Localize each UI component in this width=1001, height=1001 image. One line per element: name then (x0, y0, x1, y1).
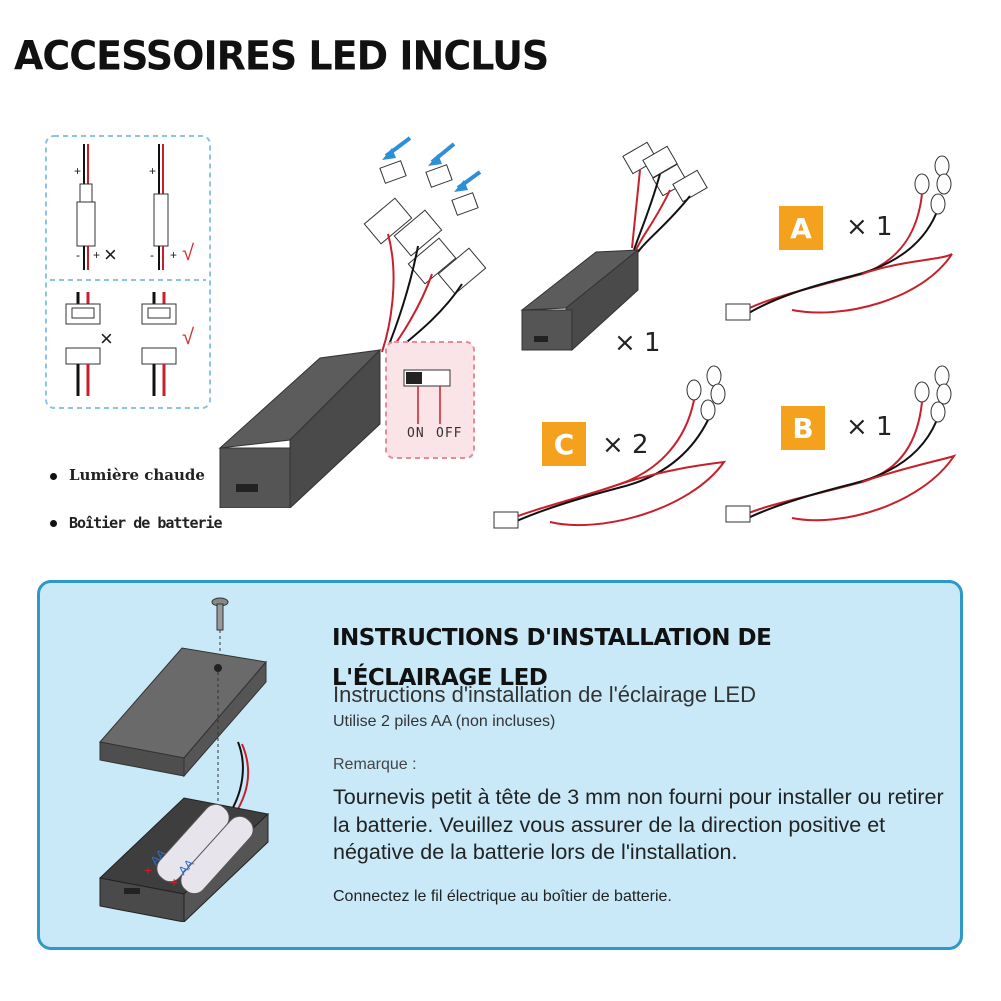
led-cable-b-illustration (725, 365, 957, 523)
connector-comparison-panel (45, 135, 211, 409)
wrong-mark-icon: × (104, 242, 117, 267)
bullet-icon (50, 520, 57, 527)
check-mark-icon: √ (182, 240, 195, 265)
led-bulb-icon (914, 365, 952, 423)
switch-detail-inset (385, 341, 475, 459)
plus-sign: + (144, 862, 153, 878)
plus-sign: + (74, 164, 82, 178)
wrong-jst-connector (65, 292, 101, 396)
battery-box-small-illustration (520, 141, 708, 352)
batteries-note: Utilise 2 piles AA (non incluses) (333, 713, 556, 730)
screw-icon (211, 597, 229, 652)
battery-icon (156, 803, 254, 895)
quantity-label: × 1 (614, 328, 661, 358)
quantity-label: × 1 (846, 212, 893, 242)
check-mark-icon: √ (182, 324, 195, 349)
legend-item-battery-box: Boîtier de batterie (50, 514, 223, 532)
plus-sign: + (149, 164, 157, 178)
connect-note: Connectez le fil électrique au boîtier d… (333, 888, 672, 905)
switch-on-label: ON (407, 426, 425, 441)
legend-item-warm-light: Lumière chaude (50, 466, 205, 484)
right-jst-connector (141, 292, 177, 396)
led-bulb-icon (686, 365, 726, 421)
toggle-switch-icon (406, 372, 422, 384)
battery-box-illustration (218, 136, 487, 508)
badge-b: B (781, 406, 825, 450)
quantity-label: × 1 (846, 412, 893, 442)
led-bulb-icon (914, 155, 952, 215)
right-plug-connector (153, 144, 169, 270)
plus-sign: + (170, 874, 179, 890)
instructions-heading: INSTRUCTIONS D'INSTALLATION DE L'ÉCLAIRA… (332, 625, 772, 691)
led-cable-a-illustration (725, 155, 953, 321)
page-title: ACCESSOIRES LED INCLUS (14, 32, 549, 80)
wrong-mark-icon: × (100, 326, 113, 351)
bullet-icon (50, 472, 57, 480)
quantity-label: × 2 (602, 430, 649, 460)
arrow-icon (382, 136, 482, 192)
remark-text: Tournevis petit à tête de 3 mm non fourn… (333, 785, 944, 864)
plus-sign: + (93, 248, 101, 262)
switch-off-label: OFF (436, 426, 463, 441)
wrong-plug-connector (76, 144, 96, 270)
battery-holder-exploded-illustration (98, 597, 270, 922)
minus-sign: - (150, 248, 154, 262)
instructions-subtitle: Instructions d'installation de l'éclaira… (333, 682, 756, 707)
remark-label: Remarque : (333, 756, 417, 773)
led-cable-c-illustration (493, 365, 727, 529)
badge-a: A (779, 206, 823, 250)
badge-c: C (542, 422, 586, 466)
plus-sign: + (170, 248, 178, 262)
minus-sign: - (76, 248, 80, 262)
